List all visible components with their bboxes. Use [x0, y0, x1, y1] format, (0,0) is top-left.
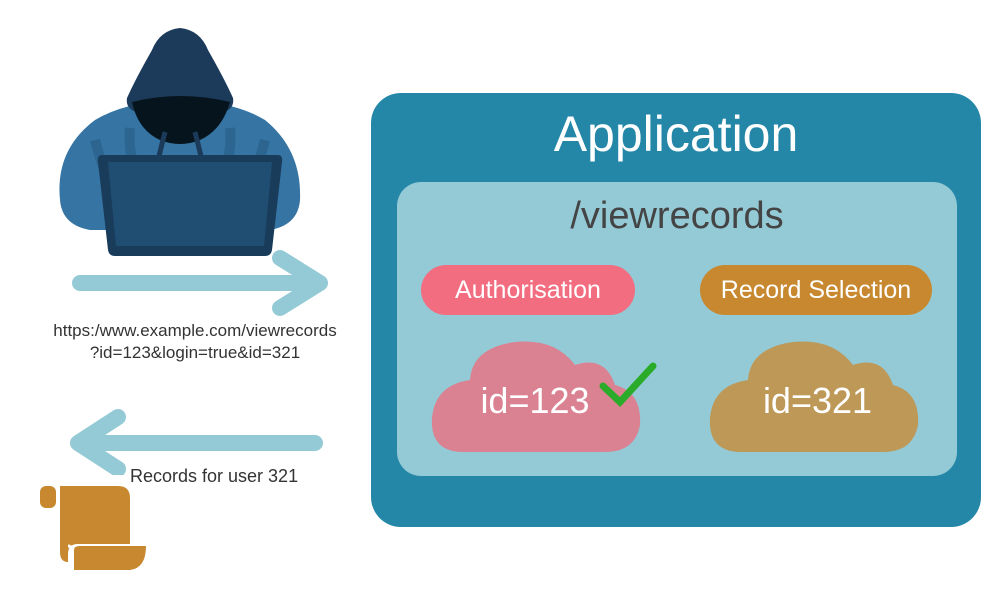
checkmark-icon — [599, 362, 657, 407]
record-selection-cloud — [709, 341, 919, 452]
scroll-document-icon — [40, 486, 146, 570]
record-selection-value: id=321 — [762, 380, 873, 421]
request-url-line1: https:/www.example.com/viewrecords — [53, 321, 337, 340]
authorisation-cloud — [431, 341, 641, 452]
authorisation-value: id=123 — [480, 380, 590, 421]
arrow-right-icon — [72, 250, 328, 316]
record-selection-label: Record Selection — [700, 265, 932, 315]
authorisation-label: Authorisation — [421, 265, 635, 315]
request-url-line2: ?id=123&login=true&id=321 — [89, 343, 301, 362]
request-url: https:/www.example.com/viewrecords ?id=1… — [20, 320, 370, 364]
endpoint-title: /viewrecords — [570, 195, 784, 237]
arrow-left-icon — [70, 409, 323, 475]
response-label: Records for user 321 — [130, 466, 299, 486]
hooded-hacker-icon — [59, 28, 301, 256]
application-title: Application — [553, 106, 799, 162]
